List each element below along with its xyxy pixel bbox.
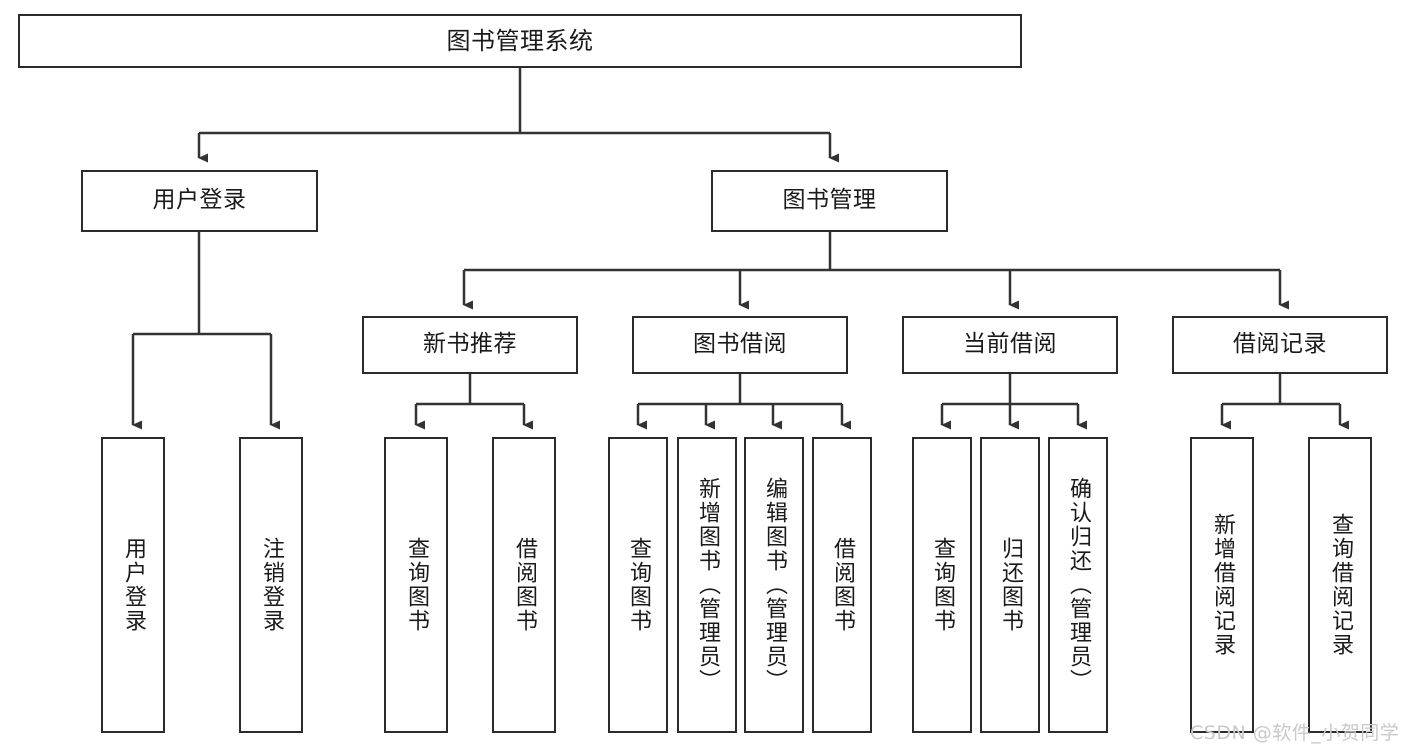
node-leaf-confirm-return-label: 确认归还（管理员）: [1065, 477, 1091, 693]
node-user-login[interactable]: 用户登录: [81, 170, 318, 232]
connector-root-to-level2: [197, 68, 839, 163]
node-leaf-borrow-book-1[interactable]: 借阅图书: [492, 437, 556, 733]
node-leaf-add-book[interactable]: 新增图书（管理员）: [677, 437, 737, 733]
node-leaf-edit-book-label: 编辑图书（管理员）: [761, 477, 787, 693]
node-leaf-query-book-1-label: 查询图书: [403, 537, 429, 633]
connector-bookborrow-to-leaves: [636, 374, 851, 430]
node-book-borrow-label: 图书借阅: [693, 331, 787, 358]
node-leaf-query-book-2-label: 查询图书: [625, 537, 651, 633]
node-leaf-query-book-3[interactable]: 查询图书: [912, 437, 972, 733]
node-leaf-user-logout-label: 注销登录: [258, 537, 284, 633]
node-new-book-recommend[interactable]: 新书推荐: [362, 316, 578, 374]
node-borrow-record-label: 借阅记录: [1233, 331, 1327, 358]
node-book-manage[interactable]: 图书管理: [711, 170, 948, 232]
node-current-borrow-label: 当前借阅: [963, 331, 1057, 358]
node-leaf-user-login-label: 用户登录: [120, 537, 146, 633]
connector-currentborrow-to-leaves: [940, 374, 1087, 430]
node-leaf-add-book-label: 新增图书（管理员）: [694, 477, 720, 693]
node-leaf-borrow-book-1-label: 借阅图书: [511, 537, 537, 633]
node-book-manage-label: 图书管理: [782, 187, 877, 214]
connector-borrowrecord-to-leaves: [1220, 374, 1349, 430]
node-root-system-label: 图书管理系统: [446, 26, 594, 55]
node-leaf-add-record[interactable]: 新增借阅记录: [1190, 437, 1254, 733]
node-leaf-edit-book[interactable]: 编辑图书（管理员）: [744, 437, 804, 733]
node-book-borrow[interactable]: 图书借阅: [632, 316, 848, 374]
node-new-book-recommend-label: 新书推荐: [423, 331, 517, 358]
node-leaf-return-book[interactable]: 归还图书: [980, 437, 1040, 733]
connector-newbook-to-leaves: [414, 374, 533, 430]
node-root-system[interactable]: 图书管理系统: [18, 14, 1022, 68]
node-leaf-borrow-book-2[interactable]: 借阅图书: [812, 437, 872, 733]
node-leaf-confirm-return[interactable]: 确认归还（管理员）: [1048, 437, 1108, 733]
node-current-borrow[interactable]: 当前借阅: [902, 316, 1118, 374]
node-leaf-query-book-3-label: 查询图书: [929, 537, 955, 633]
node-leaf-add-record-label: 新增借阅记录: [1209, 513, 1235, 657]
node-leaf-borrow-book-2-label: 借阅图书: [829, 537, 855, 633]
connector-userlogin-to-leaves: [131, 232, 280, 430]
node-leaf-return-book-label: 归还图书: [997, 537, 1023, 633]
node-leaf-query-record[interactable]: 查询借阅记录: [1308, 437, 1372, 733]
node-leaf-user-logout[interactable]: 注销登录: [239, 437, 303, 733]
node-borrow-record[interactable]: 借阅记录: [1172, 316, 1388, 374]
node-leaf-query-book-1[interactable]: 查询图书: [384, 437, 448, 733]
connector-bookmanage-to-level3: [462, 232, 1289, 310]
node-user-login-label: 用户登录: [152, 187, 247, 214]
node-leaf-query-record-label: 查询借阅记录: [1327, 513, 1353, 657]
node-leaf-user-login[interactable]: 用户登录: [101, 437, 165, 733]
node-leaf-query-book-2[interactable]: 查询图书: [608, 437, 668, 733]
